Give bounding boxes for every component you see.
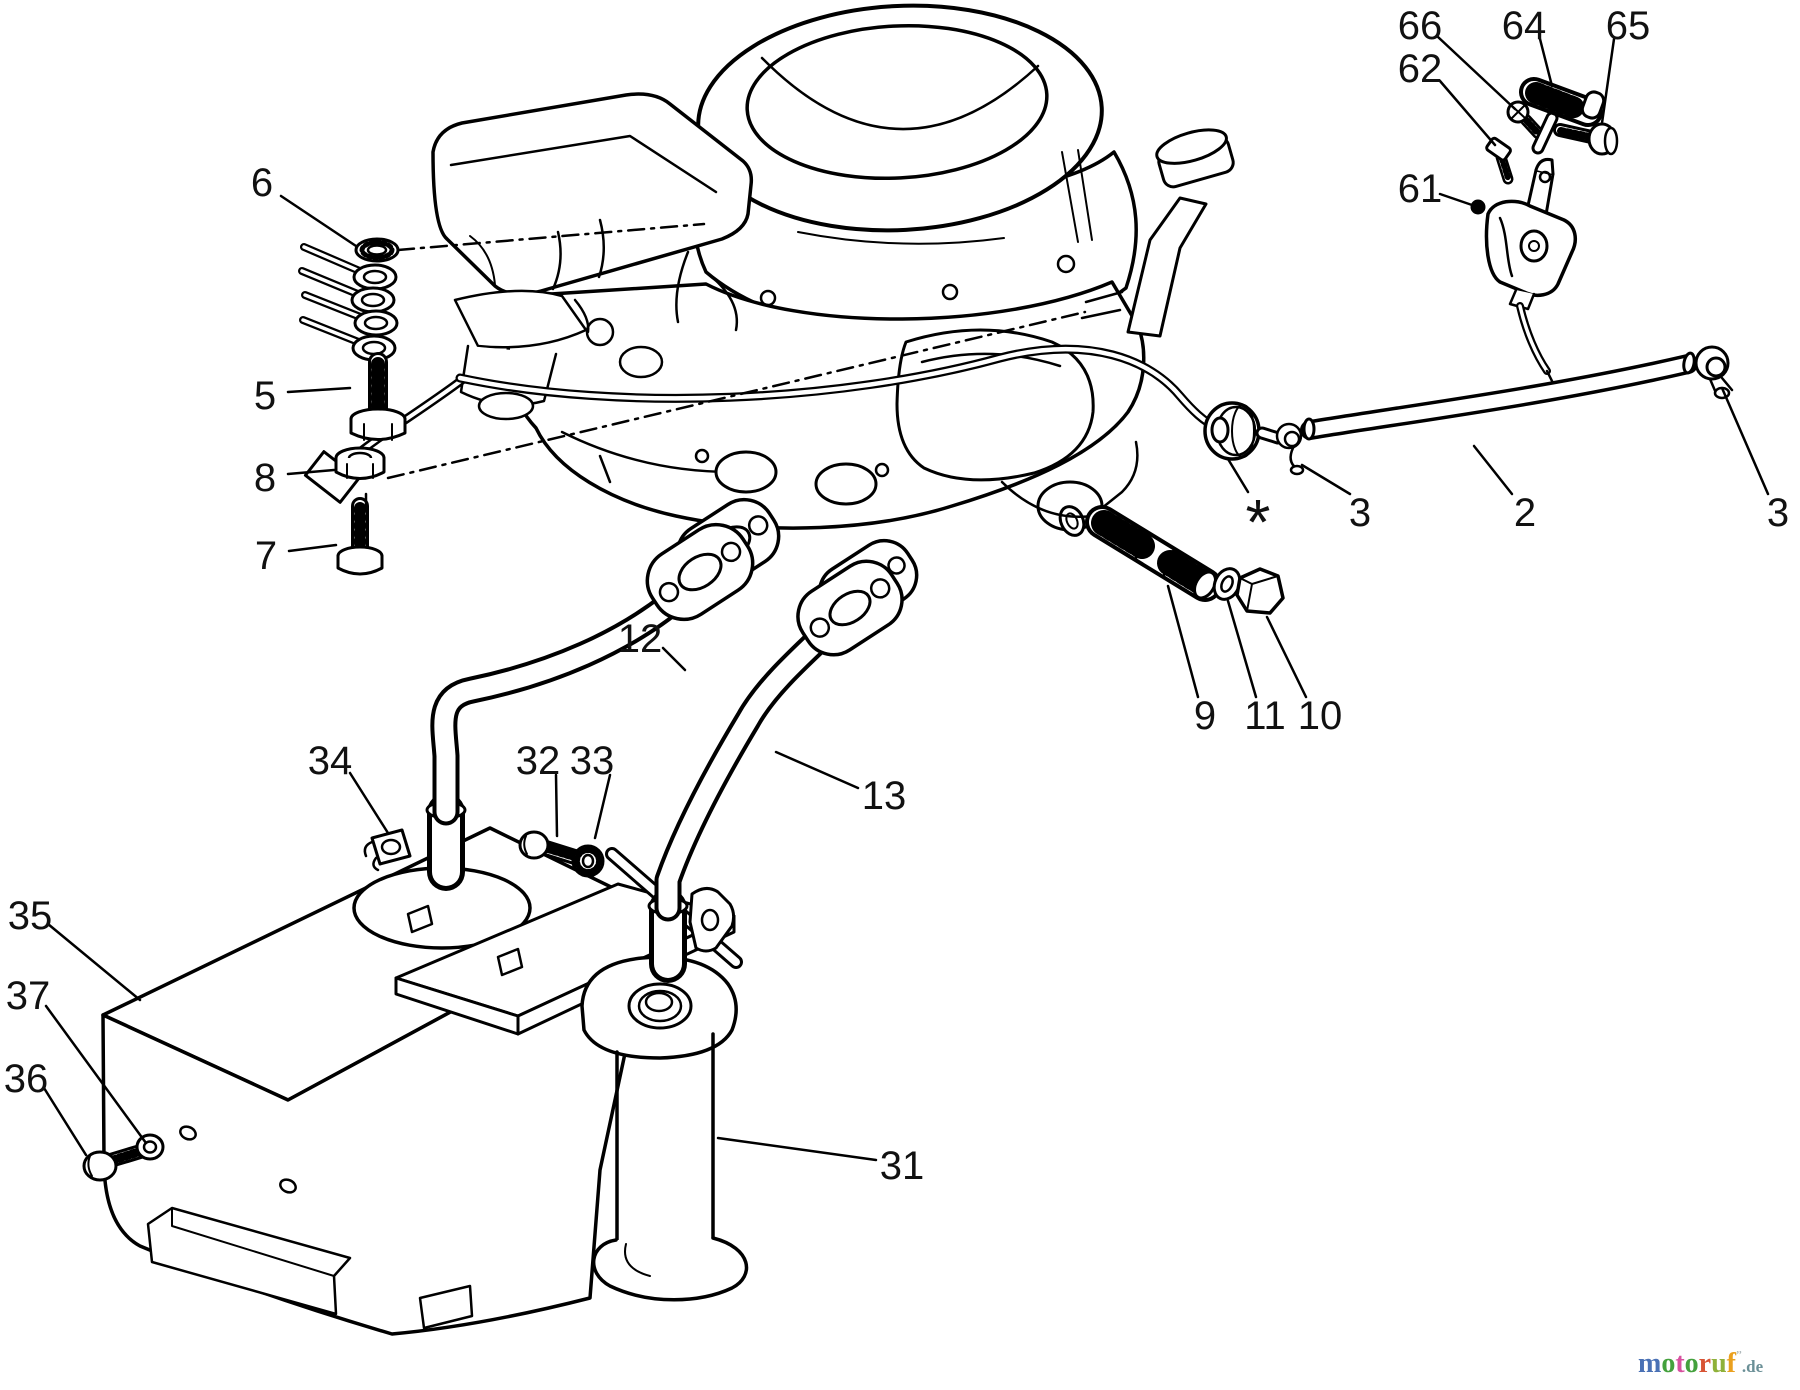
guide-line: [396, 222, 706, 252]
callout-label-12: 12: [618, 617, 663, 661]
callout-label-31: 31: [880, 1144, 925, 1188]
logo-letter: u: [1711, 1348, 1727, 1379]
throttle-bracket-61: [1470, 158, 1578, 385]
logo-letter: t: [1675, 1348, 1685, 1379]
alignment-guides: [364, 222, 1087, 516]
leader-line-*: [1226, 457, 1250, 494]
muffler-assembly: [352, 497, 919, 1302]
callout-label-64: 64: [1502, 4, 1547, 48]
lock-washer-6: [354, 237, 400, 263]
callout-label-2: 2: [1514, 491, 1536, 535]
oil-dipstick: [1126, 128, 1235, 338]
box-screw-hole: [179, 1125, 197, 1141]
screw-66: [1506, 100, 1544, 139]
callout-label-61: 61: [1398, 167, 1443, 211]
air-cleaner-cover: [431, 92, 754, 296]
hardware-stack: [298, 237, 407, 576]
hose-clamp-3b: [1694, 345, 1734, 400]
callout-label-32: 32: [516, 739, 561, 783]
leader-line-66: [1436, 35, 1517, 111]
box-louver: [418, 1284, 474, 1330]
muffler-body: [580, 955, 749, 1302]
cable-adjuster-64: [1519, 77, 1606, 155]
exhaust-pipes: [425, 569, 868, 983]
washer-37: [135, 1133, 165, 1161]
screw-62: [1485, 136, 1514, 185]
ring-terminals: [350, 263, 399, 362]
leader-line-7: [287, 543, 338, 553]
leader-line-6: [279, 194, 358, 248]
clip-nut-34: [363, 828, 412, 872]
callout-label-3: 3: [1349, 491, 1371, 535]
callout-label-11: 11: [1244, 694, 1286, 738]
logo-tm: ’’: [1736, 1350, 1742, 1361]
leader-line-37: [44, 1004, 148, 1145]
fuel-system: [1085, 345, 1734, 615]
blower-housing: [696, 3, 1104, 245]
cap-nut-10: [1235, 567, 1285, 615]
logo-suffix: .de: [1741, 1357, 1764, 1376]
leader-line-11: [1226, 599, 1258, 699]
leader-line-10: [1265, 615, 1308, 699]
exhaust-flanges: [645, 497, 919, 657]
leader-line-36: [42, 1086, 88, 1157]
bolt-32: [518, 830, 586, 866]
leader-line-8: [286, 468, 336, 476]
guide-line: [386, 310, 1087, 480]
callout-label-33: 33: [570, 739, 615, 783]
callout-label-10: 10: [1298, 694, 1343, 738]
leader-line-3: [1720, 386, 1770, 496]
callout-label-5: 5: [254, 374, 276, 418]
callout-label-66: 66: [1398, 4, 1443, 48]
leader-line-61: [1438, 192, 1474, 207]
callout-label-13: 13: [862, 774, 907, 818]
callout-label-3: 3: [1767, 491, 1789, 535]
leader-line-13: [774, 750, 860, 790]
logo-letter: o: [1661, 1348, 1676, 1379]
hose-clamp-3a: [1275, 422, 1305, 476]
leader-line-62: [1438, 79, 1497, 147]
leader-line-12: [661, 646, 687, 672]
leader-line-65: [1600, 37, 1616, 125]
nut-8: [334, 446, 386, 480]
leader-line-32: [554, 773, 559, 838]
engine-assembly: [303, 3, 1235, 537]
callout-label-9: 9: [1194, 694, 1216, 738]
motoruf-logo: motoruf’’.de: [1638, 1348, 1798, 1384]
leader-line-34: [348, 771, 390, 835]
logo-letter: m: [1638, 1348, 1662, 1379]
leader-line-31: [716, 1136, 878, 1162]
callout-label-35: 35: [8, 894, 53, 938]
star-washer-33: [571, 844, 605, 878]
callout-label-*: *: [1246, 486, 1271, 558]
leader-line-9: [1166, 584, 1200, 699]
throttle-control: [1470, 77, 1619, 385]
bolt-65: [1553, 122, 1619, 156]
callout-label-36: 36: [4, 1057, 49, 1101]
leader-line-2: [1472, 444, 1514, 496]
bolt-5: [349, 352, 407, 441]
callout-label-34: 34: [308, 739, 353, 783]
bolt-7: [336, 497, 384, 576]
callout-label-37: 37: [6, 974, 51, 1018]
logo-letter: f: [1726, 1348, 1736, 1379]
leader-line-64: [1538, 37, 1554, 88]
callout-label-8: 8: [254, 456, 276, 500]
leader-line-33: [593, 773, 612, 840]
callout-label-65: 65: [1606, 4, 1651, 48]
callout-label-6: 6: [251, 161, 273, 205]
leader-line-35: [46, 922, 142, 1002]
logo-word: motoruf: [1638, 1348, 1736, 1379]
logo-letter: o: [1684, 1348, 1699, 1379]
fuel-outlet-grommet: [1203, 401, 1261, 461]
callout-label-62: 62: [1398, 47, 1443, 91]
box-screw-hole: [279, 1178, 297, 1194]
leader-line-3: [1300, 463, 1352, 496]
logo-letter: r: [1698, 1348, 1712, 1379]
callout-label-7: 7: [255, 534, 277, 578]
leader-line-5: [286, 386, 352, 394]
fitting-9: [1085, 505, 1222, 602]
